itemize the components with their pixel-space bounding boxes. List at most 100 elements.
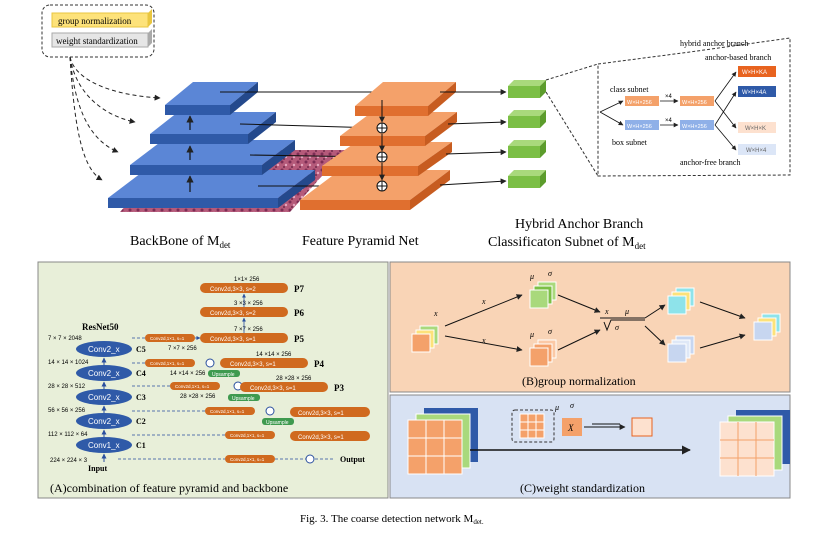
b-x1: x: [481, 297, 486, 306]
layer-c3-dim: 28 × 28 × 512: [48, 384, 86, 390]
c-sigma: σ: [570, 401, 575, 410]
x4-top: ×4: [665, 94, 673, 100]
hybrid-label-2: Classificaton Subnet of M: [488, 235, 635, 250]
legend-group-norm: group normalization: [58, 16, 132, 26]
layer-c2-dim: 56 × 56 × 256: [48, 408, 86, 414]
p7-label: P7: [294, 284, 304, 294]
input-dim: 224 × 224 × 3: [50, 458, 88, 464]
p3-dim: 28 ×28 × 256: [276, 376, 312, 382]
backbone-sub: det: [219, 240, 230, 250]
c-mu: μ: [554, 403, 559, 412]
svg-text:Fig. 3. The coarse detection: Fig. 3. The coarse detection network Mde…: [300, 513, 484, 526]
backbone-pyramid: [108, 82, 345, 212]
layer-c5-dim: 7 × 7 × 2048: [48, 336, 82, 342]
layer-c3-name: Conv2_x: [88, 393, 120, 402]
panel-a-caption: (A)combination of feature pyramid and ba…: [50, 481, 288, 495]
upsample-2: Upsample: [232, 396, 255, 402]
figure-caption: Fig. 3. The coarse detection network M: [300, 513, 474, 525]
layer-c4-name: Conv2_x: [88, 369, 120, 378]
b-formula-sigma: σ: [615, 323, 620, 332]
panel-b-caption: (B)group normalization: [522, 374, 636, 388]
p4-dim: 14 ×14 × 256: [256, 352, 292, 358]
b-sigma-1: σ: [548, 269, 553, 278]
hybrid-label-1: Hybrid Anchor Branch: [515, 217, 643, 232]
layer-c4-dim: 14 × 14 × 1024: [48, 360, 89, 366]
b-mu-2: μ: [529, 330, 534, 339]
out-k: W×H×K: [745, 126, 766, 132]
anchor-based-label: anchor-based branch: [705, 53, 771, 62]
layer-c2-name: Conv2_x: [88, 417, 120, 426]
inner-dim-14: 14 ×14 × 256: [170, 371, 206, 377]
svg-text:Classificaton Subnet of Mdet: Classificaton Subnet of Mdet: [488, 235, 646, 251]
block-a-label: W×H×256: [627, 100, 652, 106]
upsample-3: Upsample: [266, 420, 289, 426]
legend-arrows: [69, 56, 161, 181]
conv3x3s2-p6: Conv2d,3×3, s=2: [210, 311, 256, 317]
box-subnet-label: box subnet: [612, 138, 648, 147]
p7-dim: 1×1× 256: [234, 277, 260, 283]
b-formula-mu: μ: [624, 307, 629, 316]
layer-c1-tag: C1: [136, 441, 146, 450]
class-subnet-label: class subnet: [610, 85, 649, 94]
conv3x3s2-p7: Conv2d,3×3, s=2: [210, 287, 256, 293]
b-formula-x: x: [604, 307, 609, 316]
b-x2: x: [481, 336, 486, 345]
p5-label: P5: [294, 334, 304, 344]
input-label: Input: [88, 464, 107, 473]
out-4a: W×H×4A: [742, 90, 766, 96]
panel-c-caption: (C)weight standardization: [520, 481, 645, 495]
layer-c3-tag: C3: [136, 393, 146, 402]
block-b-label: W×H×256: [682, 100, 707, 106]
legend-box: group normalization weight standardizati…: [41, 4, 155, 58]
layer-c2-tag: C2: [136, 417, 146, 426]
legend-weight-std: weight standardization: [56, 36, 138, 46]
hybrid-label-2-sub: det: [635, 241, 646, 251]
hybrid-title: hybrid anchor branch: [680, 39, 748, 48]
layer-c4-tag: C4: [136, 369, 146, 378]
conv3x3-extra-2: Conv2d,3×3, s=1: [298, 435, 344, 441]
p3-label: P3: [334, 383, 344, 393]
hybrid-detail: hybrid anchor branch anchor-based branch…: [597, 37, 791, 177]
out-4: W×H×4: [746, 148, 767, 154]
conv1x1-2: Conv2d,1×1, s=1: [150, 361, 185, 366]
resnet-label: ResNet50: [82, 322, 119, 332]
anchor-free-label: anchor-free branch: [680, 158, 740, 167]
b-sigma-2: σ: [548, 327, 553, 336]
fpn-pyramid: [300, 82, 457, 210]
p6-dim: 3 ×3 × 256: [234, 301, 263, 307]
upsample-1: Upsample: [212, 372, 235, 378]
conv1x1-5: Conv2d,1×1, s=1: [230, 433, 265, 438]
head-blocks: [508, 80, 546, 188]
inner-dim-28: 28 ×28 × 256: [180, 394, 216, 400]
p6-label: P6: [294, 308, 304, 318]
conv3x3-extra-1: Conv2d,3×3, s=1: [298, 411, 344, 417]
conv1x1-1: Conv2d,1×1, s=1: [150, 336, 185, 341]
b-x: x: [433, 309, 438, 318]
layer-c5-tag: C5: [136, 345, 146, 354]
zoom-lines: [545, 63, 599, 177]
p5-dim: 7 ×7 × 256: [234, 327, 263, 333]
layer-c1-name: Conv1_x: [88, 441, 120, 450]
backbone-label: BackBone of M: [130, 234, 220, 249]
svg-text:BackBone of Mdet: BackBone of Mdet: [130, 234, 231, 250]
conv3x3-p4: Conv2d,3×3, s=1: [230, 362, 276, 368]
conv3x3-p3: Conv2d,3×3, s=1: [250, 386, 296, 392]
panel-b: (B)group normalization x x x μ σ: [389, 261, 791, 393]
figure-caption-sub: det.: [473, 518, 484, 526]
block-d-label: W×H×256: [682, 124, 707, 130]
panel-a: (A)combination of feature pyramid and ba…: [37, 261, 389, 499]
c-xi: X: [567, 423, 574, 433]
p4-label: P4: [314, 359, 324, 369]
b-mu-1: μ: [529, 272, 534, 281]
out-ka: W×H×KA: [742, 70, 767, 76]
inner-dim-7: 7 ×7 × 256: [168, 346, 197, 352]
panel-c: (C)weight standardization X μ σ: [389, 394, 791, 499]
conv1x1-3: Conv2d,1×1, s=1: [175, 384, 210, 389]
conv1x1-6: Conv2d,1×1, s=1: [230, 457, 265, 462]
fpn-to-head-lines: [439, 89, 507, 186]
block-c-label: W×H×256: [627, 124, 652, 130]
conv3x3-p5: Conv2d,3×3, s=1: [210, 337, 256, 343]
conv1x1-4: Conv2d,1×1, s=1: [210, 409, 245, 414]
x4-bottom: ×4: [665, 118, 673, 124]
